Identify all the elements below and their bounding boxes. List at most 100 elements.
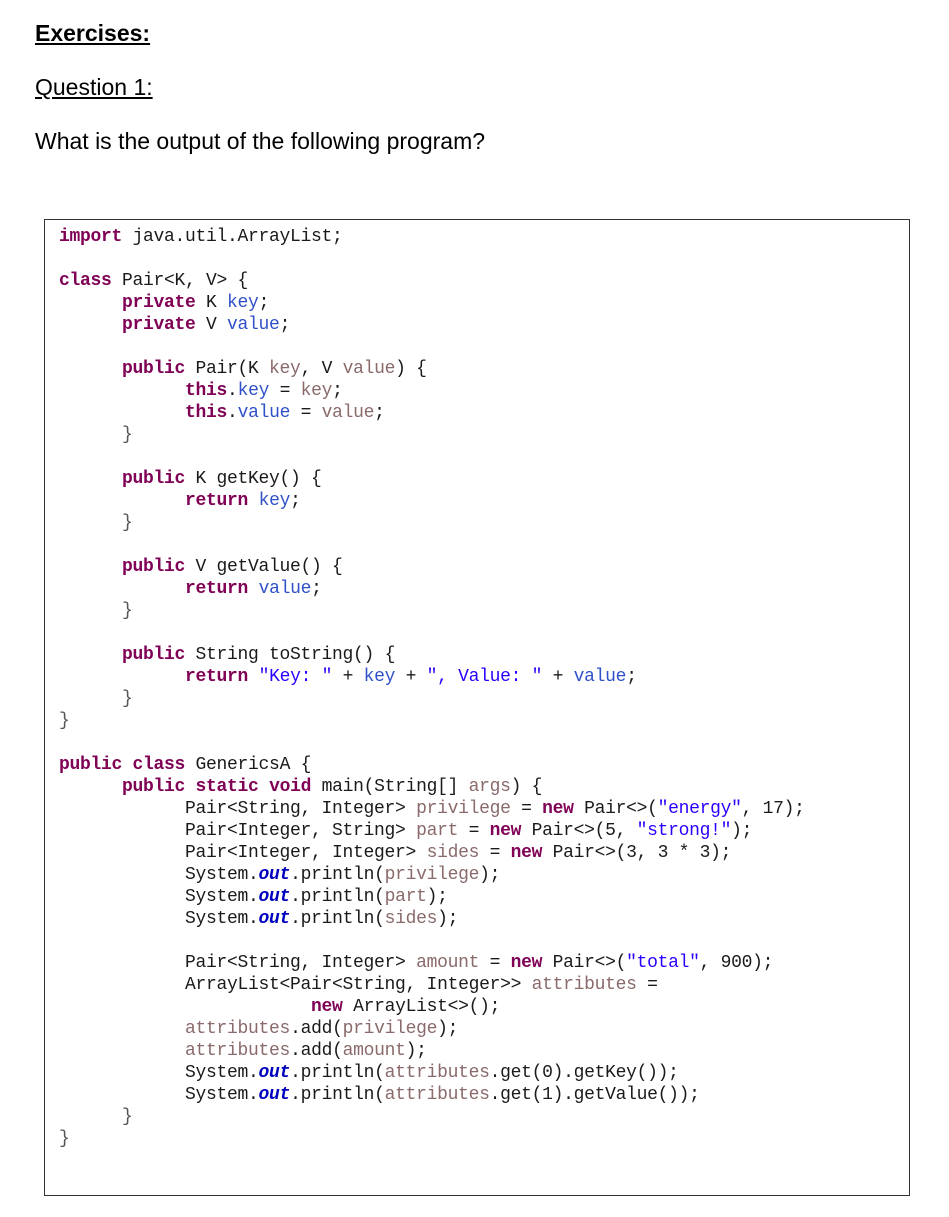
code-line: System.out.println(attributes.get(1).get…	[59, 1084, 805, 1106]
code-token: =	[458, 821, 490, 841]
code-token: );	[731, 821, 753, 841]
code-token: "total"	[626, 953, 700, 973]
code-token	[59, 579, 185, 599]
code-token: value	[573, 667, 627, 687]
code-line: private K key;	[59, 292, 805, 314]
code-token: ArrayList<Pair<String, Integer>>	[59, 975, 532, 995]
code-token: }	[122, 1107, 133, 1127]
code-token: privilege	[416, 799, 511, 819]
code-token: out	[258, 865, 291, 885]
code-token: .get(0).getKey());	[489, 1063, 679, 1083]
code-token: K getKey() {	[185, 469, 322, 489]
code-token: import	[59, 227, 123, 247]
code-token: Pair<String, Integer>	[59, 953, 417, 973]
code-token: System.	[59, 887, 259, 907]
code-line: }	[59, 1106, 805, 1128]
code-token: attributes	[185, 1019, 291, 1039]
code-token: new	[489, 821, 522, 841]
code-token: this	[185, 403, 228, 423]
code-token: amount	[416, 953, 480, 973]
code-token: return	[185, 579, 249, 599]
code-token	[59, 1041, 185, 1061]
code-token: , 17);	[741, 799, 805, 819]
code-token: Pair<>(	[542, 953, 627, 973]
code-line: new ArrayList<>();	[59, 996, 805, 1018]
code-token: key	[269, 359, 301, 379]
code-token: key	[363, 667, 396, 687]
code-token: part	[384, 887, 427, 907]
code-token: Pair<Integer, Integer>	[59, 843, 427, 863]
code-token: =	[479, 953, 511, 973]
code-token: Pair<K, V> {	[111, 271, 249, 291]
code-token: ) {	[395, 359, 427, 379]
code-line: public class GenericsA {	[59, 754, 805, 776]
code-token: out	[258, 1063, 291, 1083]
code-token: part	[416, 821, 459, 841]
code-token: .	[227, 381, 238, 401]
code-token: privilege	[342, 1019, 438, 1039]
code-token	[59, 491, 185, 511]
exercises-heading: Exercises:	[35, 20, 151, 46]
code-line: public V getValue() {	[59, 556, 805, 578]
code-token	[59, 777, 122, 797]
code-line: System.out.println(attributes.get(0).get…	[59, 1062, 805, 1084]
code-line: public String toString() {	[59, 644, 805, 666]
code-token: ;	[332, 381, 343, 401]
code-token: class	[132, 755, 186, 775]
code-token: ;	[290, 491, 301, 511]
code-token: new	[311, 997, 343, 1017]
code-token: }	[122, 513, 133, 533]
code-token: .get(1).getValue());	[489, 1085, 700, 1105]
code-token: "strong!"	[636, 821, 732, 841]
code-token: System.	[59, 909, 259, 929]
code-token: public	[122, 645, 186, 665]
code-token: this	[185, 381, 228, 401]
code-token: ;	[626, 667, 637, 687]
code-token: }	[59, 711, 70, 731]
code-line: ArrayList<Pair<String, Integer>> attribu…	[59, 974, 805, 996]
code-token: .add(	[290, 1019, 343, 1039]
code-line: class Pair<K, V> {	[59, 270, 805, 292]
code-token: ", Value: "	[426, 667, 543, 687]
code-line	[59, 336, 805, 358]
code-token	[59, 359, 122, 379]
code-line: this.key = key;	[59, 380, 805, 402]
code-token: class	[59, 271, 112, 291]
code-token: void	[269, 777, 312, 797]
code-token: key	[237, 381, 270, 401]
code-line: }	[59, 688, 805, 710]
code-line: }	[59, 710, 805, 732]
code-token: ;	[374, 403, 385, 423]
code-token: );	[405, 1041, 427, 1061]
code-token: );	[426, 887, 448, 907]
code-token	[59, 315, 122, 335]
code-token	[59, 403, 185, 423]
code-token: out	[258, 887, 291, 907]
code-token: private	[122, 315, 196, 335]
code-line: System.out.println(part);	[59, 886, 805, 908]
code-line: return value;	[59, 578, 805, 600]
code-token: sides	[426, 843, 480, 863]
code-line: return "Key: " + key + ", Value: " + val…	[59, 666, 805, 688]
code-token: attributes	[384, 1063, 490, 1083]
code-line: attributes.add(amount);	[59, 1040, 805, 1062]
code-token: public	[122, 777, 186, 797]
code-token: }	[59, 1129, 70, 1149]
code-token: V getValue() {	[185, 557, 343, 577]
code-token: ;	[279, 315, 291, 335]
code-token: public	[122, 469, 186, 489]
code-line	[59, 446, 805, 468]
code-token: ;	[258, 293, 270, 313]
code-token: System.	[59, 1085, 259, 1105]
code-token: .println(	[290, 909, 385, 929]
code-token: return	[185, 667, 249, 687]
code-token: main(String[]	[311, 777, 469, 797]
code-token: ;	[311, 579, 322, 599]
code-token: Pair<String, Integer>	[59, 799, 417, 819]
code-line	[59, 534, 805, 556]
code-token: static	[195, 777, 259, 797]
code-token: =	[636, 975, 658, 995]
code-token	[59, 1107, 122, 1127]
code-token	[59, 645, 122, 665]
code-line: Pair<Integer, String> part = new Pair<>(…	[59, 820, 805, 842]
